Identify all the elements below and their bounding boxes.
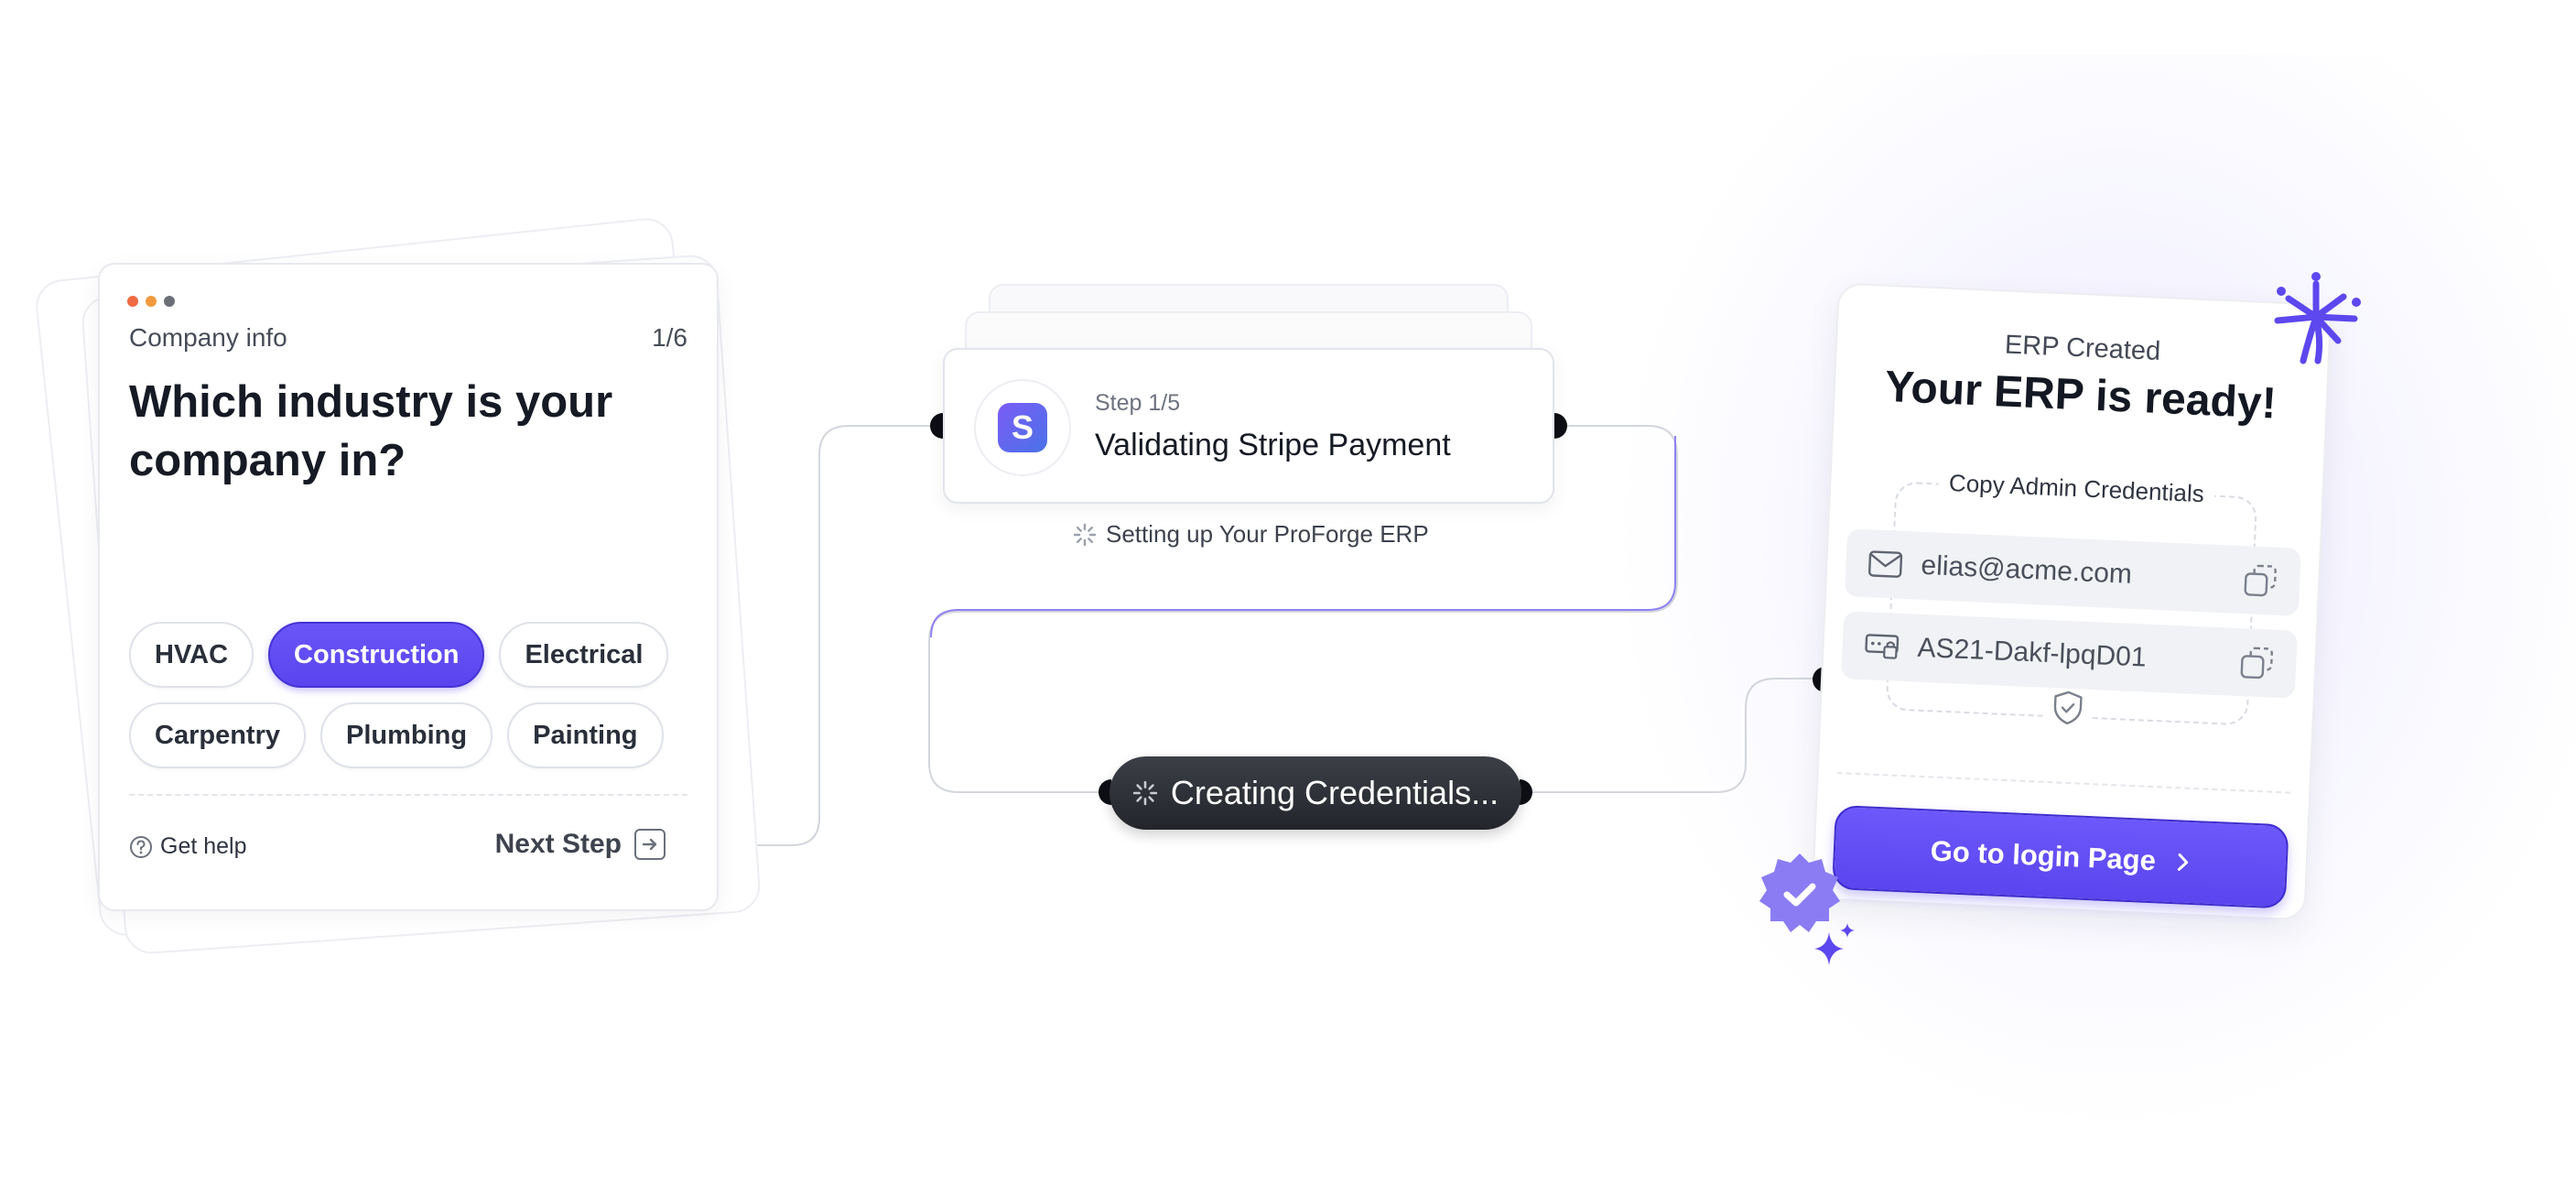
spinner-icon: [1132, 780, 1158, 806]
shield-check-icon: [2045, 689, 2090, 731]
go-to-login-label: Go to login Page: [1930, 834, 2157, 877]
spinner-icon: [1073, 523, 1097, 546]
industry-options: HVAC Construction Electrical Carpentry P…: [129, 622, 697, 768]
window-dot-gray: [164, 296, 175, 307]
admin-email: elias@acme.com: [1920, 549, 2133, 590]
firework-icon: [2274, 272, 2361, 364]
progress-counter: 1/6: [652, 323, 687, 352]
divider: [1836, 771, 2291, 794]
window-controls: [127, 296, 175, 307]
connector-dot: [1553, 413, 1567, 439]
sparkle-icon: [1814, 923, 1855, 965]
option-plumbing[interactable]: Plumbing: [320, 702, 493, 768]
copy-icon[interactable]: [2238, 645, 2275, 681]
connector-dot: [1099, 779, 1111, 805]
step-counter: Step 1/5: [1095, 390, 1181, 416]
option-carpentry[interactable]: Carpentry: [129, 702, 306, 768]
admin-password: AS21-Dakf-lpqD01: [1916, 632, 2148, 673]
window-dot-orange: [146, 296, 157, 307]
go-to-login-button[interactable]: Go to login Page: [1832, 804, 2289, 909]
chevron-right-icon: [2177, 853, 2189, 871]
divider: [129, 794, 687, 796]
option-electrical[interactable]: Electrical: [499, 622, 669, 688]
setup-status: Setting up Your ProForge ERP: [1073, 520, 1429, 549]
verified-badge-icon: [1759, 854, 1840, 932]
step-title: Validating Stripe Payment: [1095, 428, 1451, 462]
section-label: Company info: [129, 323, 287, 352]
help-icon: [130, 835, 152, 858]
password-credential-row[interactable]: AS21-Dakf-lpqD01: [1841, 611, 2298, 699]
question-title: Which industry is your company in?: [129, 377, 613, 485]
mail-icon: [1868, 550, 1903, 578]
creating-credentials-status: Creating Credentials...: [1109, 756, 1521, 830]
copy-icon[interactable]: [2242, 562, 2278, 599]
erp-ready-card: ERP Created Your ERP is ready! Copy Admi…: [1811, 282, 2332, 921]
stripe-logo-ring: S: [974, 379, 1071, 476]
company-info-card: Company info 1/6 Which industry is your …: [98, 263, 719, 911]
stripe-logo: S: [998, 403, 1047, 452]
get-help-link[interactable]: Get help: [129, 833, 247, 860]
option-hvac[interactable]: HVAC: [129, 622, 254, 688]
arrow-right-icon: [634, 829, 666, 860]
option-painting[interactable]: Painting: [507, 702, 664, 768]
password-key-icon: [1865, 634, 1900, 659]
next-step-button[interactable]: Next Step: [495, 829, 666, 860]
email-credential-row[interactable]: elias@acme.com: [1845, 528, 2301, 616]
get-help-label: Get help: [160, 833, 247, 859]
step-card: S Step 1/5 Validating Stripe Payment: [943, 348, 1554, 504]
option-construction[interactable]: Construction: [268, 622, 485, 688]
creating-credentials-label: Creating Credentials...: [1170, 774, 1499, 811]
next-step-label: Next Step: [494, 829, 622, 859]
window-dot-red: [127, 296, 138, 307]
setup-status-text: Setting up Your ProForge ERP: [1106, 520, 1429, 548]
connector-dot: [1520, 779, 1532, 805]
